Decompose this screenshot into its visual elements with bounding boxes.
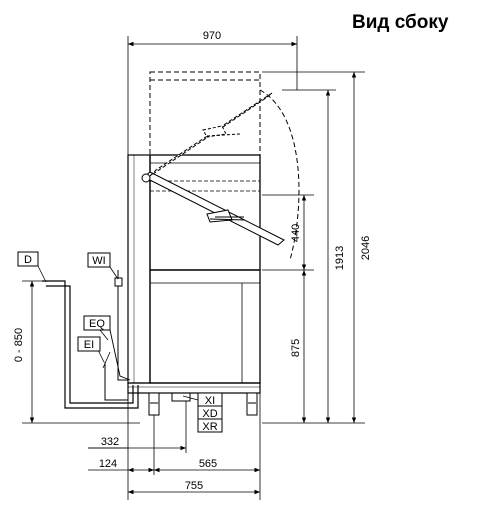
tag-xd: XD <box>202 408 217 420</box>
tag-xr: XR <box>202 421 217 433</box>
dim-offset-b: 124 <box>99 458 117 470</box>
tag-eq: EQ <box>89 318 105 330</box>
dim-height-open: 2046 <box>360 236 372 260</box>
connection-tags <box>17 251 223 433</box>
dim-offset-a: 332 <box>101 436 119 448</box>
machine-body <box>127 154 261 402</box>
tag-wi: WI <box>92 255 105 267</box>
dimension-lines <box>22 36 365 500</box>
tag-leaders <box>37 265 199 401</box>
dim-offset-c: 565 <box>199 458 217 470</box>
water-inlet-fitting-icon <box>114 270 123 287</box>
dim-depth-bottom: 755 <box>185 480 203 492</box>
drawing-title: Вид сбоку <box>352 12 449 33</box>
dim-table-height: 875 <box>290 339 302 357</box>
dim-width-top: 970 <box>203 30 221 42</box>
dim-drain-range: 0 - 850 <box>13 328 25 362</box>
open-hood-outline <box>149 71 300 261</box>
tag-xi: XI <box>205 395 215 407</box>
hood-handle <box>141 92 285 246</box>
dim-height-total: 1913 <box>334 246 346 270</box>
tag-d: D <box>24 254 32 266</box>
tag-ei: EI <box>84 339 94 351</box>
dim-door-height: 440 <box>290 224 302 242</box>
